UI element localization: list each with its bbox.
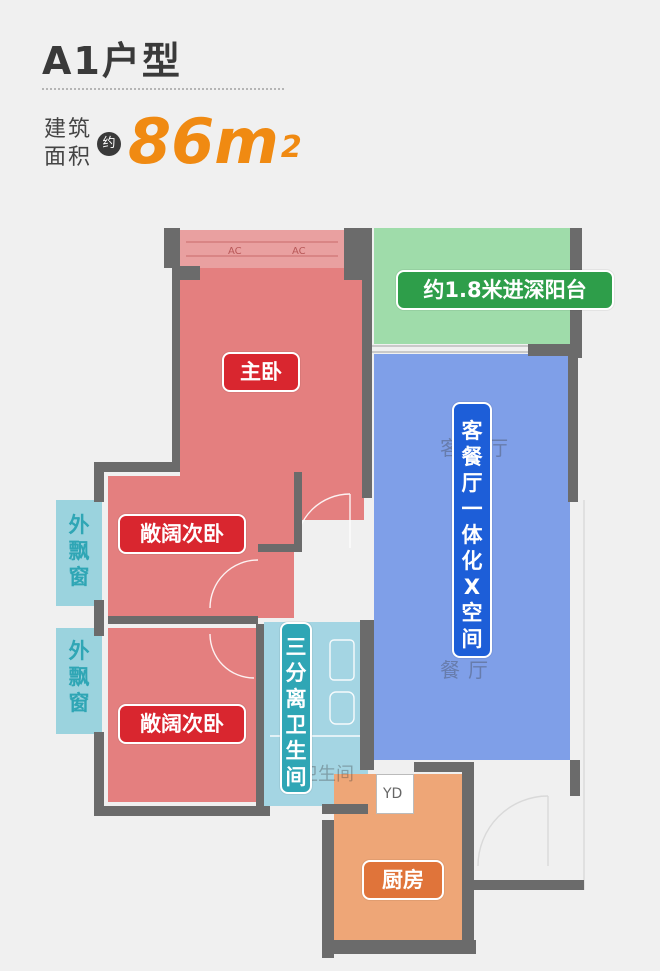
wall (462, 770, 474, 952)
bay-window-1-label: 外飘窗 (68, 513, 90, 589)
wall (94, 462, 104, 502)
wall (414, 762, 474, 772)
wall (360, 620, 374, 770)
wall (294, 472, 302, 544)
bay-window-2-label: 外飘窗 (68, 639, 90, 715)
wall (322, 820, 334, 958)
area-value: 86m2 (128, 104, 302, 180)
ac-strip (180, 230, 344, 268)
balcony-tag: 约1.8米进深阳台 (396, 270, 614, 310)
approx-badge: 约 (97, 132, 121, 156)
wall (94, 732, 104, 814)
wall (570, 760, 580, 796)
yd-box: YD (376, 774, 414, 814)
wall (164, 228, 180, 268)
living-dining-tag: 客餐厅一体化X空间 (452, 402, 492, 658)
ac-label-1: AC (228, 246, 242, 257)
bedroom-2-tag: 敞阔次卧 (118, 704, 246, 744)
title-divider (42, 88, 284, 90)
bay-window-1-area (56, 500, 102, 606)
area-label: 建筑面积 (44, 117, 93, 170)
ghost-bath-label: 卫生间 (300, 764, 354, 785)
wall (108, 616, 258, 624)
wall (322, 804, 368, 814)
wall (94, 600, 104, 636)
bathroom-tag: 三分离卫生间 (280, 622, 312, 794)
wall (172, 276, 180, 472)
master-bedroom-tag: 主卧 (222, 352, 300, 392)
area-superscript: 2 (280, 130, 302, 165)
wall (258, 544, 302, 552)
ghost-dining-label: 餐厅 (440, 658, 496, 682)
wall (474, 880, 584, 890)
ac-label-2: AC (292, 246, 306, 257)
wall (362, 266, 372, 498)
wall (94, 462, 180, 472)
wall (322, 940, 476, 954)
wall (94, 806, 270, 816)
bedroom-1-tag: 敞阔次卧 (118, 514, 246, 554)
area-number: 86m (128, 105, 279, 178)
page-title: A1户型 (42, 39, 182, 83)
yd-label: YD (383, 786, 403, 802)
wall (568, 352, 578, 502)
wall (256, 624, 264, 810)
bay-window-2-area (56, 628, 102, 734)
kitchen-tag: 厨房 (362, 860, 444, 900)
